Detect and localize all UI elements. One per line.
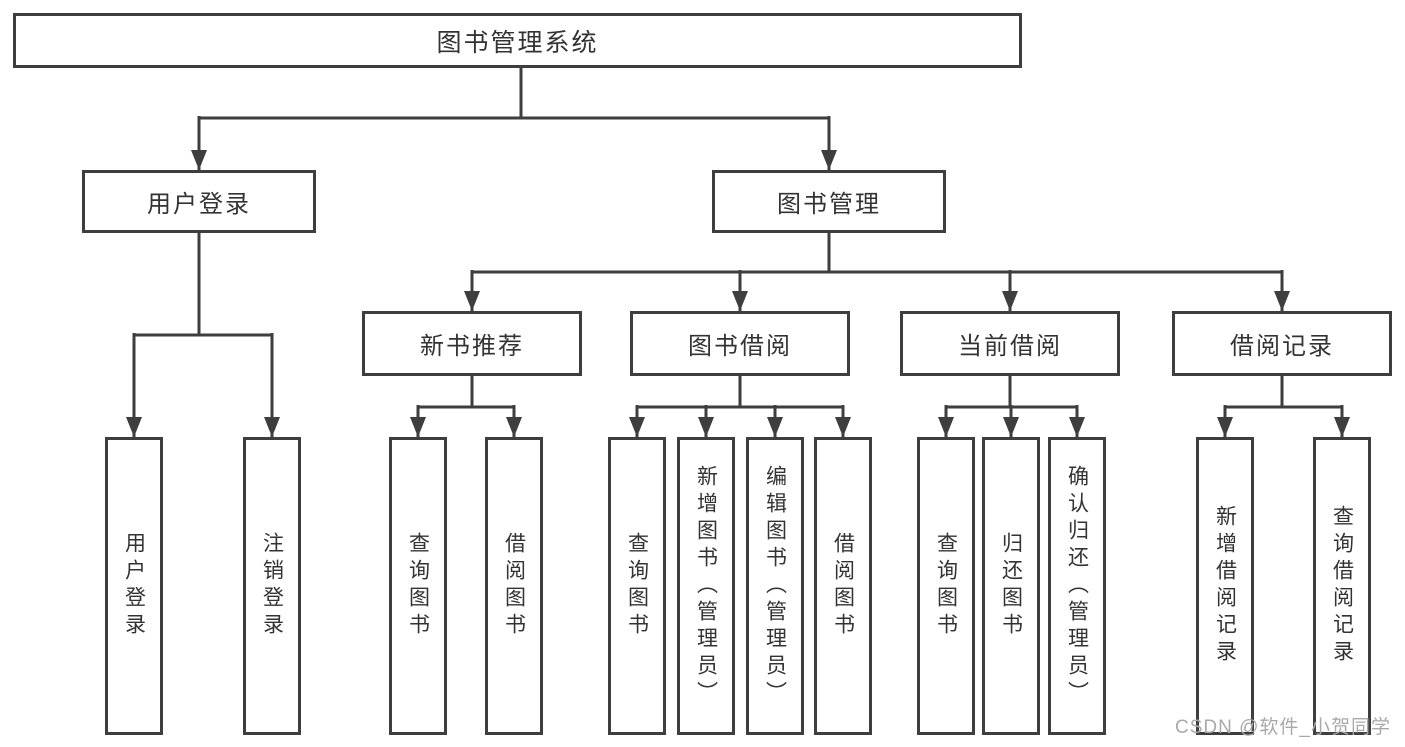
- leaf-label: 借阅图书: [831, 532, 855, 640]
- leaf-label: 借阅图书: [502, 532, 526, 640]
- node-borrow-records: 借阅记录: [1172, 311, 1392, 376]
- leaf-label: 用户登录: [122, 532, 146, 640]
- node-label: 图书借阅: [688, 333, 792, 360]
- leaf-edit-books-admin: 编辑图书（管理员）: [746, 437, 804, 735]
- leaf-add-borrow-record: 新增借阅记录: [1196, 437, 1254, 735]
- leaf-borrow-books: 借阅图书: [814, 437, 872, 735]
- connector-borrow-records-branch: [1217, 374, 1350, 437]
- node-user-login: 用户登录: [82, 170, 316, 233]
- node-label: 图书管理系统: [436, 28, 599, 57]
- node-book-management: 图书管理: [712, 170, 946, 233]
- leaf-label: 确认归还（管理员）: [1065, 464, 1089, 708]
- node-label: 新书推荐: [420, 333, 524, 360]
- node-current-borrow: 当前借阅: [900, 311, 1120, 376]
- leaf-label: 注销登录: [260, 532, 284, 640]
- leaf-add-books-admin: 新增图书（管理员）: [677, 437, 735, 735]
- leaf-logout: 注销登录: [243, 437, 301, 735]
- leaf-label: 查询图书: [406, 532, 430, 640]
- leaf-label: 新增借阅记录: [1213, 505, 1237, 667]
- node-label: 图书管理: [777, 191, 881, 218]
- connector-current-borrow-branch: [938, 374, 1085, 437]
- leaf-borrow-books-recommend: 借阅图书: [485, 437, 543, 735]
- leaf-confirm-return-admin: 确认归还（管理员）: [1048, 437, 1106, 735]
- node-library-management-system: 图书管理系统: [13, 13, 1022, 68]
- leaf-query-books-current: 查询图书: [917, 437, 975, 735]
- node-book-borrow: 图书借阅: [630, 311, 850, 376]
- leaf-query-books-recommend: 查询图书: [389, 437, 447, 735]
- connector-new-book-recommend-branch: [410, 374, 522, 437]
- node-label: 用户登录: [147, 191, 251, 218]
- leaf-user-login: 用户登录: [105, 437, 163, 735]
- leaf-label: 新增图书（管理员）: [694, 464, 718, 708]
- watermark: CSDN @软件_小贺同学: [1175, 717, 1391, 738]
- node-label: 借阅记录: [1230, 333, 1334, 360]
- leaf-return-books: 归还图书: [982, 437, 1040, 735]
- leaf-label: 查询借阅记录: [1330, 505, 1354, 667]
- leaf-query-borrow-record: 查询借阅记录: [1313, 437, 1371, 735]
- leaf-label: 查询图书: [625, 532, 649, 640]
- leaf-label: 归还图书: [999, 532, 1023, 640]
- node-label: 当前借阅: [958, 333, 1062, 360]
- connector-book-borrow-branch: [629, 374, 851, 437]
- connector-book-management-branch: [464, 232, 1290, 311]
- connector-user-login-branch: [126, 230, 280, 437]
- leaf-label: 编辑图书（管理员）: [763, 464, 787, 708]
- leaf-label: 查询图书: [934, 532, 958, 640]
- node-new-book-recommend: 新书推荐: [362, 311, 582, 376]
- connector-root-branch: [191, 66, 837, 170]
- leaf-query-books-borrow: 查询图书: [608, 437, 666, 735]
